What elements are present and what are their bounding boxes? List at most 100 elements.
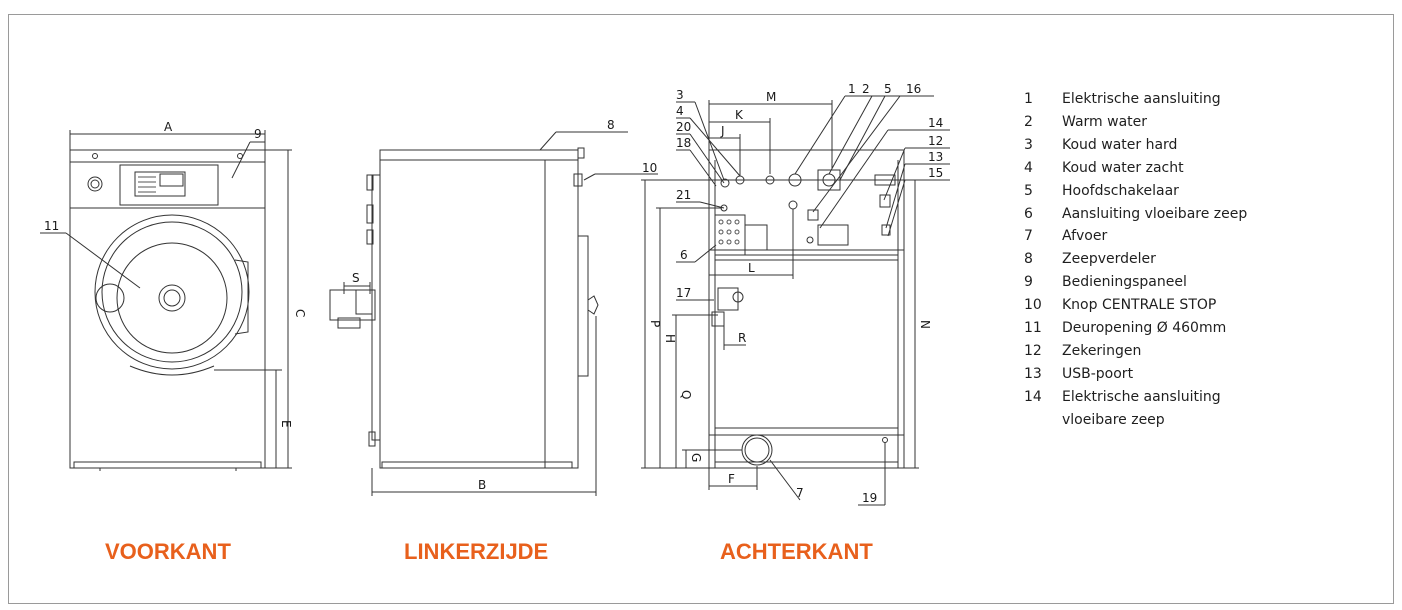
callout-21: 21 bbox=[676, 188, 691, 202]
door-glass bbox=[116, 242, 228, 354]
door-profile bbox=[577, 235, 589, 377]
legend-text: Koud water hard bbox=[1062, 136, 1178, 153]
legend-num: 1 bbox=[1024, 91, 1033, 107]
legend-item: 3 Koud water hard bbox=[1024, 134, 1247, 157]
dim-r-label: R bbox=[738, 331, 746, 345]
legend-item: 5 Hoofdschakelaar bbox=[1024, 180, 1247, 203]
callout-13: 13 bbox=[928, 150, 943, 164]
legend-num: 14 bbox=[1024, 388, 1042, 405]
callout-9: 9 bbox=[254, 127, 262, 141]
stop-knob-icon bbox=[87, 176, 103, 192]
callout-3: 3 bbox=[676, 88, 684, 102]
legend-item: 2 Warm water bbox=[1024, 111, 1247, 134]
legend-item: 4 Koud water zacht bbox=[1024, 157, 1247, 180]
stop-button-side bbox=[573, 173, 583, 187]
legend-item: 8 Zeepverdeler bbox=[1024, 248, 1247, 271]
dim-p-label: P bbox=[648, 320, 662, 327]
legend-text: Bedieningspaneel bbox=[1062, 274, 1187, 291]
legend-num: 7 bbox=[1024, 228, 1033, 245]
callout-18: 18 bbox=[676, 136, 691, 150]
legend-num: 6 bbox=[1024, 205, 1033, 222]
legend-text: Elektrische aansluiting bbox=[1062, 91, 1221, 107]
legend-text: Hoofdschakelaar bbox=[1062, 182, 1179, 199]
legend-text: Knop CENTRALE STOP bbox=[1062, 297, 1217, 314]
callout-8: 8 bbox=[607, 118, 615, 132]
drain-outlet bbox=[329, 289, 376, 321]
view-title-left: LINKERZIJDE bbox=[404, 539, 549, 564]
callout-7: 7 bbox=[796, 486, 804, 500]
legend-item: 11 Deuropening Ø 460mm bbox=[1024, 317, 1247, 340]
dim-h-label: H bbox=[663, 334, 677, 343]
legend-item: 7 Afvoer bbox=[1024, 225, 1247, 248]
legend-num: 10 bbox=[1024, 297, 1042, 314]
drain-valve bbox=[717, 287, 739, 311]
dim-f-label: F bbox=[728, 472, 735, 486]
callout-12: 12 bbox=[928, 134, 943, 148]
front-body bbox=[69, 149, 266, 469]
legend-num: 4 bbox=[1024, 159, 1033, 176]
legend-item: 13 USB-poort bbox=[1024, 363, 1247, 386]
dim-m-label: M bbox=[766, 90, 776, 104]
callout-4: 4 bbox=[676, 104, 684, 118]
callout-1: 1 bbox=[848, 82, 856, 96]
side-body bbox=[379, 149, 579, 469]
callout-6: 6 bbox=[680, 248, 688, 262]
rear-view bbox=[641, 95, 950, 506]
callout-16: 16 bbox=[906, 82, 921, 96]
legend-text: Deuropening Ø 460mm bbox=[1062, 320, 1227, 337]
door-handle-side bbox=[587, 295, 599, 315]
drain-outlet-rear bbox=[741, 434, 773, 466]
legend-text: Zeepverdeler bbox=[1062, 251, 1156, 268]
dim-k-label: K bbox=[735, 108, 744, 122]
dim-l-label: L bbox=[748, 261, 755, 275]
legend-text: Warm water bbox=[1062, 113, 1148, 130]
legend-num-blank bbox=[1024, 409, 1062, 432]
legend-item: 10 Knop CENTRALE STOP bbox=[1024, 294, 1247, 317]
view-title-rear: ACHTERKANT bbox=[720, 539, 873, 564]
callout-14: 14 bbox=[928, 116, 943, 130]
legend-num: 2 bbox=[1024, 113, 1033, 130]
callout-2: 2 bbox=[862, 82, 870, 96]
callout-17: 17 bbox=[676, 286, 691, 300]
callout-5: 5 bbox=[884, 82, 892, 96]
legend-num: 12 bbox=[1024, 342, 1042, 359]
rear-panel bbox=[714, 259, 899, 429]
legend-num: 3 bbox=[1024, 136, 1033, 153]
legend-text: Koud water zacht bbox=[1062, 159, 1184, 176]
dim-n-label: N bbox=[918, 320, 932, 329]
front-view bbox=[40, 130, 292, 471]
control-panel bbox=[119, 164, 219, 206]
callout-20: 20 bbox=[676, 120, 691, 134]
door-handle bbox=[95, 283, 125, 313]
dim-s-label: S bbox=[352, 271, 360, 285]
legend-num: 9 bbox=[1024, 274, 1033, 291]
legend-text: Afvoer bbox=[1062, 228, 1108, 245]
legend-num: 8 bbox=[1024, 251, 1033, 268]
legend-num: 5 bbox=[1024, 182, 1033, 199]
legend-item: vloeibare zeep bbox=[1024, 409, 1247, 432]
left-side-view bbox=[329, 131, 658, 496]
legend-item: 9 Bedieningspaneel bbox=[1024, 271, 1247, 294]
soap-dispenser-side bbox=[577, 147, 585, 159]
legend-text: USB-poort bbox=[1062, 365, 1134, 382]
door-outer bbox=[94, 214, 250, 370]
dim-g-label: G bbox=[689, 453, 703, 462]
callout-11: 11 bbox=[44, 219, 59, 233]
callout-19: 19 bbox=[862, 491, 877, 505]
dim-q-label: Q bbox=[679, 390, 693, 399]
dim-a-label: A bbox=[164, 120, 173, 134]
view-title-front: VOORKANT bbox=[105, 539, 231, 564]
legend-text-continued: vloeibare zeep bbox=[1062, 411, 1165, 428]
dim-c-label: C bbox=[293, 309, 307, 317]
dim-b-label: B bbox=[478, 478, 486, 492]
legend-num: 13 bbox=[1024, 365, 1042, 382]
callout-15: 15 bbox=[928, 166, 943, 180]
legend-item: 1 Elektrische aansluiting bbox=[1024, 88, 1247, 111]
dim-e-label: E bbox=[279, 420, 293, 428]
legend-num: 11 bbox=[1024, 320, 1042, 337]
callout-10: 10 bbox=[642, 161, 657, 175]
